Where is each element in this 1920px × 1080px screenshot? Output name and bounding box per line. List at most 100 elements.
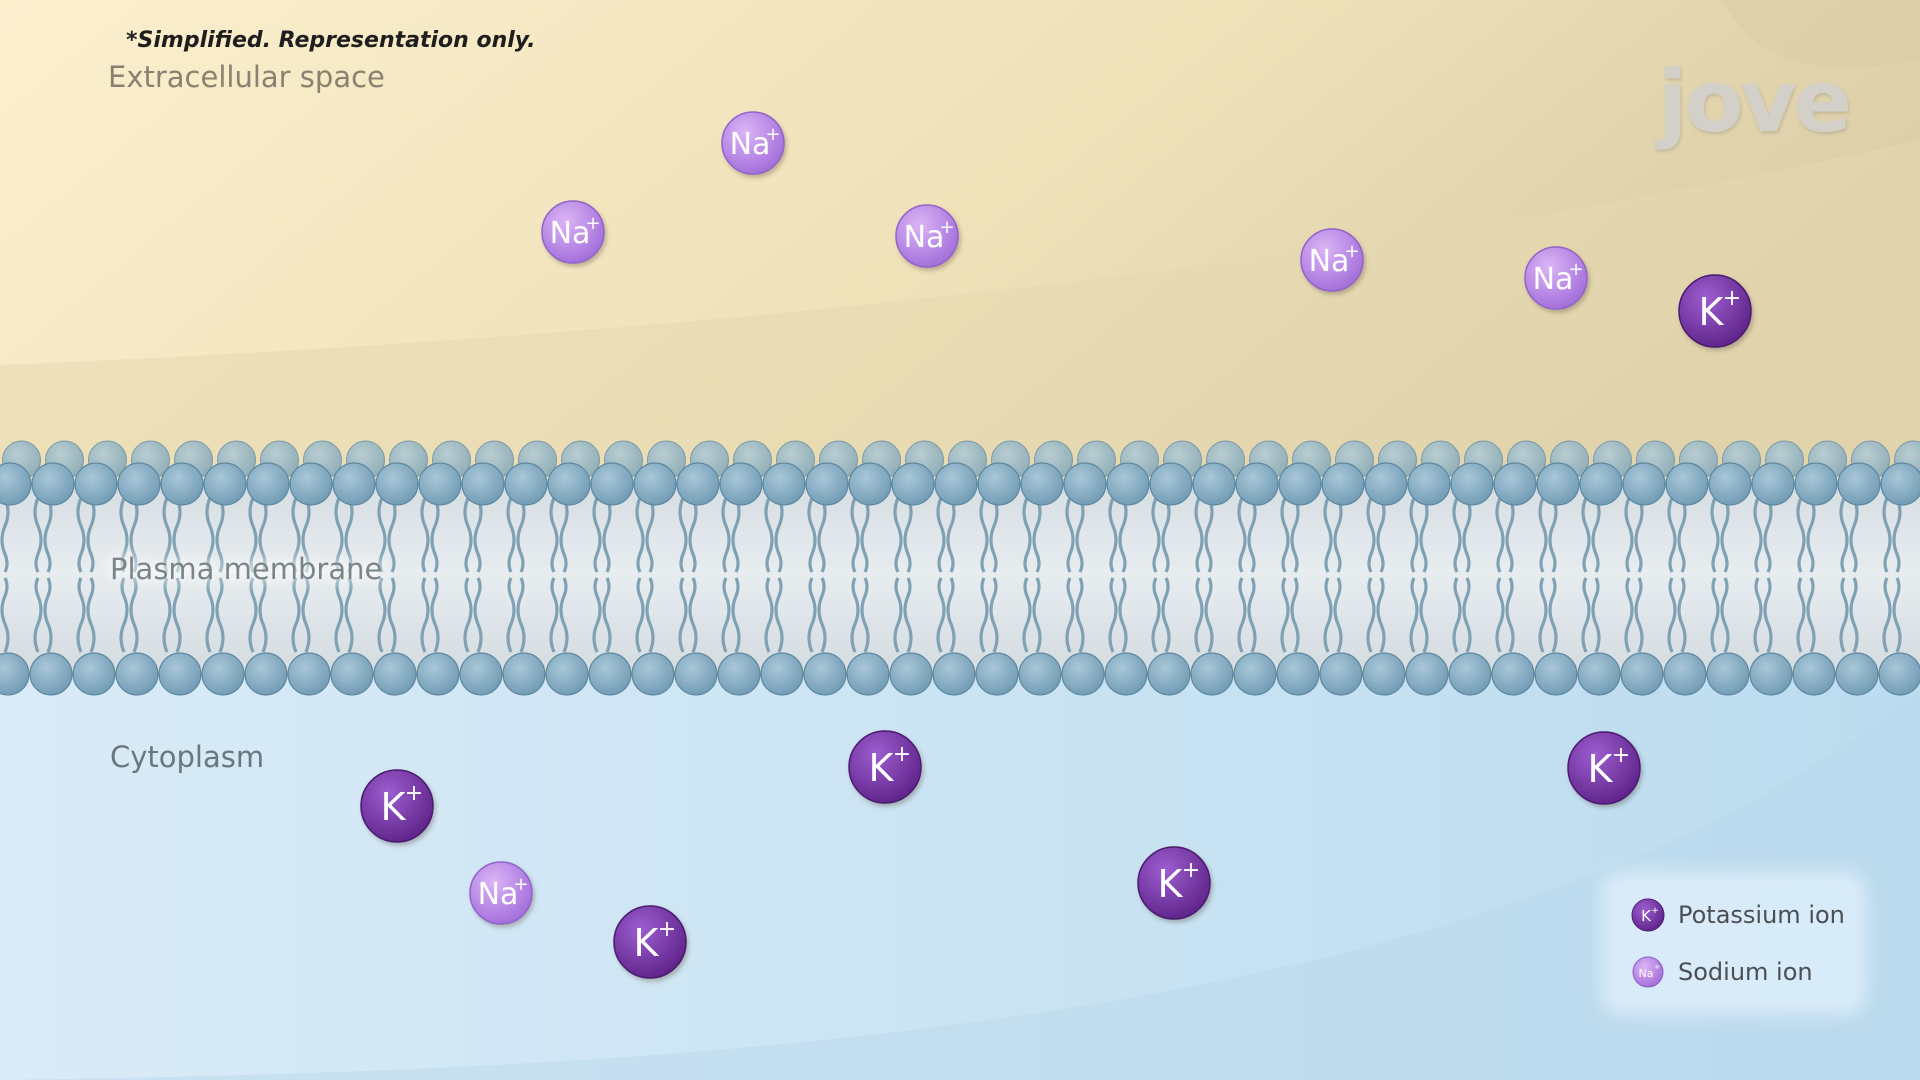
lipid-head bbox=[1620, 652, 1664, 696]
lipid-head bbox=[1534, 652, 1578, 696]
potassium-ion-icon: K + bbox=[1631, 898, 1665, 932]
lipid-tail bbox=[334, 497, 344, 573]
lipid-tail bbox=[936, 577, 946, 653]
lipid-tail bbox=[592, 497, 602, 573]
lipid-head bbox=[977, 462, 1021, 506]
lipid-tail bbox=[1151, 577, 1161, 653]
lipid-head bbox=[1663, 652, 1707, 696]
lipid-tail bbox=[1806, 497, 1816, 573]
lipid-head bbox=[158, 652, 202, 696]
lipid-head bbox=[72, 652, 116, 696]
lipid-tail bbox=[506, 497, 516, 573]
lipid-tail bbox=[291, 577, 301, 653]
lipid-tail bbox=[817, 577, 827, 653]
lipid-tail bbox=[764, 497, 774, 573]
lipid-head bbox=[889, 652, 933, 696]
lipid-tail bbox=[1677, 497, 1687, 573]
lipid-tail bbox=[344, 577, 354, 653]
lipid-tail bbox=[731, 577, 741, 653]
lipid-tail bbox=[1720, 577, 1730, 653]
lipid-head bbox=[760, 652, 804, 696]
lipid-tail bbox=[172, 577, 182, 653]
lipid-tail bbox=[1237, 497, 1247, 573]
lipid-head bbox=[674, 652, 718, 696]
lipid-head bbox=[246, 462, 290, 506]
lipid-tail bbox=[387, 577, 397, 653]
lipid-head bbox=[891, 462, 935, 506]
lipid-head bbox=[1706, 652, 1750, 696]
lipid-tail bbox=[731, 497, 741, 573]
lipid-tail bbox=[420, 497, 430, 573]
lipid-head bbox=[975, 652, 1019, 696]
lipid-tail bbox=[420, 577, 430, 653]
lipid-head bbox=[1407, 462, 1451, 506]
lipid-tail bbox=[248, 577, 258, 653]
lipid-tail bbox=[688, 497, 698, 573]
ion-sphere bbox=[613, 905, 687, 979]
lipid-tail bbox=[1366, 577, 1376, 653]
lipid-tail bbox=[1161, 497, 1171, 573]
lipid-tail bbox=[1118, 577, 1128, 653]
lipid-tail bbox=[1634, 577, 1644, 653]
ion-symbol: Na bbox=[730, 127, 771, 162]
lipid-head bbox=[1665, 462, 1709, 506]
lipid-head bbox=[631, 652, 675, 696]
ion-sphere bbox=[1524, 246, 1588, 310]
lipid-head bbox=[244, 652, 288, 696]
lipid-tail bbox=[162, 497, 172, 573]
ion-symbol: K bbox=[1588, 747, 1614, 791]
lipid-tail bbox=[0, 497, 10, 573]
lipid-head bbox=[588, 652, 632, 696]
lipid-tail bbox=[1839, 577, 1849, 653]
lipid-tail bbox=[1409, 497, 1419, 573]
lipid-tail bbox=[1333, 497, 1343, 573]
lipid-tail bbox=[1624, 497, 1634, 573]
ion-sphere bbox=[1678, 274, 1752, 348]
lipid-tail bbox=[1161, 577, 1171, 653]
lipid-tail bbox=[248, 497, 258, 573]
lipid-head bbox=[1450, 462, 1494, 506]
lipid-head bbox=[1276, 652, 1320, 696]
lipid-tail bbox=[516, 577, 526, 653]
lipid-head bbox=[1878, 652, 1920, 696]
lipid-tail bbox=[463, 577, 473, 653]
lipid-tail bbox=[1548, 497, 1558, 573]
lipid-tail bbox=[979, 497, 989, 573]
lipid-tail bbox=[1452, 577, 1462, 653]
lipid-head bbox=[287, 652, 331, 696]
lipid-head bbox=[1235, 462, 1279, 506]
lipid-tail bbox=[516, 497, 526, 573]
legend-item-potassium: K + Potassium ion bbox=[1630, 895, 1845, 935]
lipid-head bbox=[1491, 652, 1535, 696]
lipid-tail bbox=[860, 577, 870, 653]
potassium-ion-cytoplasm-6: K+ bbox=[360, 769, 434, 843]
lipid-head bbox=[762, 462, 806, 506]
lipid-tail bbox=[850, 577, 860, 653]
ion-sphere bbox=[541, 200, 605, 264]
lipid-head bbox=[1448, 652, 1492, 696]
lipid-tail bbox=[119, 497, 129, 573]
lipid-tail bbox=[291, 497, 301, 573]
lipid-tail bbox=[559, 497, 569, 573]
lipid-tail bbox=[162, 577, 172, 653]
ion-sphere bbox=[721, 111, 785, 175]
ion-charge: + bbox=[765, 124, 780, 145]
lipid-head bbox=[29, 652, 73, 696]
lipid-tail bbox=[774, 577, 784, 653]
lipid-head bbox=[547, 462, 591, 506]
lipid-head bbox=[1319, 652, 1363, 696]
lipid-head bbox=[1061, 652, 1105, 696]
lipid-tail bbox=[893, 497, 903, 573]
lipid-head bbox=[117, 462, 161, 506]
lipid-tail bbox=[1419, 577, 1429, 653]
lipid-tail bbox=[1882, 497, 1892, 573]
lipid-tail bbox=[602, 577, 612, 653]
ion-sphere bbox=[1300, 228, 1364, 292]
lipid-tail bbox=[1763, 577, 1773, 653]
lipid-head bbox=[590, 462, 634, 506]
lipid-tail bbox=[258, 497, 268, 573]
ion-charge: + bbox=[585, 213, 600, 234]
lipid-tail bbox=[1323, 497, 1333, 573]
lipid-tail bbox=[1280, 497, 1290, 573]
lipid-tail bbox=[430, 497, 440, 573]
